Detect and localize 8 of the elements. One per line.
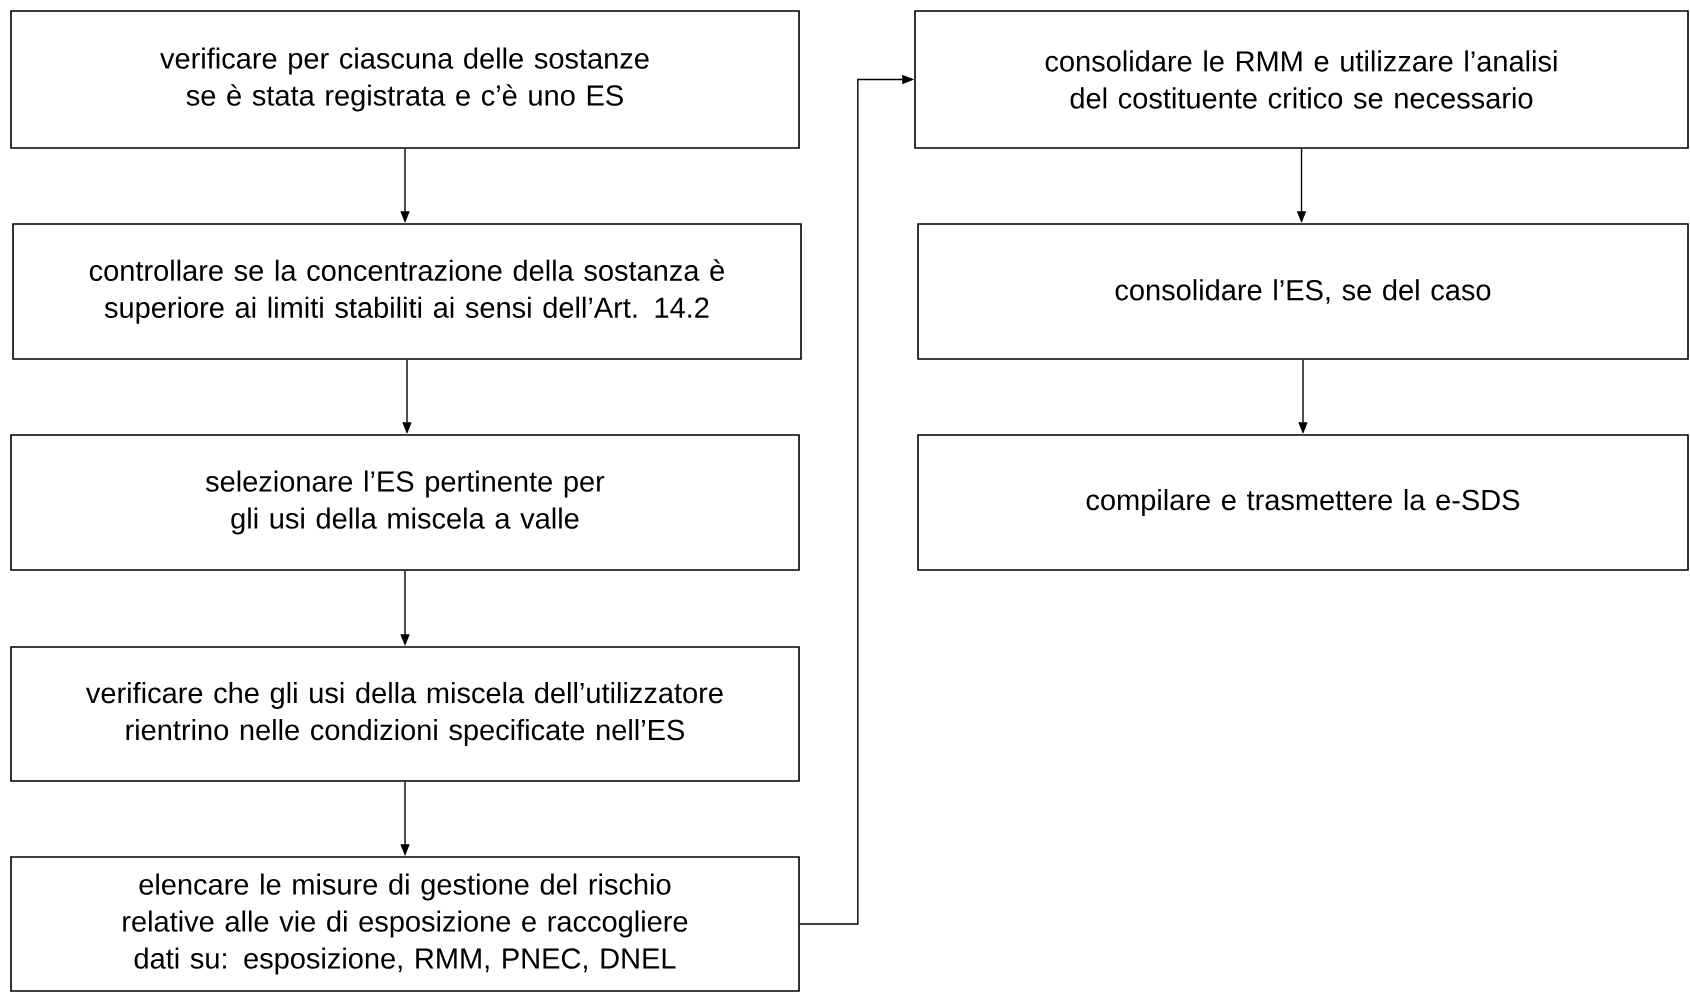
process-box: verificare che gli usi della miscela dell’utilizzatore rientrino nelle condizioni specificate nell’ES — [10, 646, 800, 782]
process-box: elencare le misure di gestione del rischio relative alle vie di esposizione e raccogliere dati su: esposizione, RMM, PNEC, DNEL — [10, 856, 800, 992]
process-box: verificare per ciascuna delle sostanze se è stata registrata e c’è uno ES — [10, 10, 800, 149]
process-box: compilare e trasmettere la e-SDS — [917, 434, 1689, 571]
process-box: selezionare l’ES pertinente per gli usi della miscela a valle — [10, 434, 800, 571]
process-box: controllare se la concentrazione della sostanza è superiore ai limiti stabiliti ai sensi dell’Art. 14.2 — [12, 223, 802, 360]
process-box: consolidare l’ES, se del caso — [917, 223, 1689, 360]
process-box: consolidare le RMM e utilizzare l’analisi del costituente critico se necessario — [914, 10, 1689, 149]
